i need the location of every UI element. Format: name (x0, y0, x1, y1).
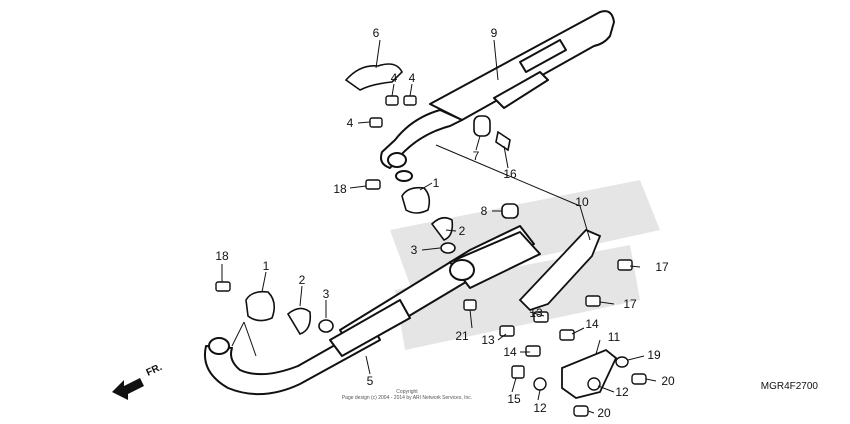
callout-17a: 17 (655, 260, 669, 274)
front-direction-label: FR. (145, 362, 164, 379)
leader-lines (221, 39, 657, 414)
callout-19: 19 (647, 348, 661, 362)
footrest-bracket[interactable] (561, 348, 618, 399)
clamp[interactable] (473, 115, 511, 152)
callout-12b: 12 (615, 385, 629, 399)
callout-8: 8 (481, 204, 488, 218)
callout-18b: 18 (215, 249, 229, 263)
copyright-notice: Copyright Page design (c) 2004 - 2014 by… (322, 389, 492, 401)
callout-7: 7 (473, 149, 480, 163)
callout-4c: 4 (347, 116, 354, 130)
callout-17b: 17 (623, 297, 637, 311)
callout-6: 6 (373, 26, 380, 40)
callout-13a: 13 (529, 306, 543, 320)
callout-2b: 2 (299, 273, 306, 287)
callout-3a: 3 (411, 243, 418, 257)
callout-20b: 20 (597, 406, 611, 420)
callout-1b: 1 (263, 259, 270, 273)
callout-10: 10 (575, 195, 589, 209)
callout-4a: 4 (391, 71, 398, 85)
callout-12a: 12 (533, 401, 547, 415)
diagram-code: MGR4F2700 (760, 381, 818, 392)
callout-20a: 20 (661, 374, 675, 388)
front-arrow-icon (112, 378, 144, 400)
callout-9: 9 (491, 26, 498, 40)
heat-shield[interactable] (344, 63, 403, 91)
callout-3b: 3 (323, 287, 330, 301)
callout-13b: 13 (481, 333, 495, 347)
callout-4b: 4 (409, 71, 416, 85)
small-screws[interactable] (369, 95, 417, 128)
callout-2a: 2 (459, 224, 466, 238)
upper-muffler[interactable] (380, 10, 615, 182)
upper-flange-parts[interactable] (401, 186, 519, 254)
stud-bolts[interactable] (215, 179, 381, 292)
callout-14b: 14 (503, 345, 517, 359)
callout-18a: 18 (333, 182, 347, 196)
callout-15: 15 (507, 392, 521, 406)
callout-14a: 14 (585, 317, 599, 331)
copyright-line-2: Page design (c) 2004 - 2014 by ARI Netwo… (341, 395, 473, 401)
muffler-bracket[interactable] (518, 228, 602, 312)
callout-16: 16 (503, 167, 517, 181)
callout-21: 21 (455, 329, 469, 343)
fasteners[interactable] (463, 259, 647, 417)
front-direction-indicator: FR. (112, 362, 164, 400)
callout-11: 11 (608, 330, 621, 344)
copyright-line-1: Copyright (396, 389, 418, 395)
callout-labels: 6 9 4 4 4 7 16 18 1 8 2 3 10 17 17 18 1 … (215, 26, 675, 420)
lower-flange-parts[interactable] (245, 290, 334, 335)
callout-1a: 1 (433, 176, 440, 190)
callout-5: 5 (367, 374, 374, 388)
lower-exhaust-pipe[interactable] (204, 225, 541, 396)
